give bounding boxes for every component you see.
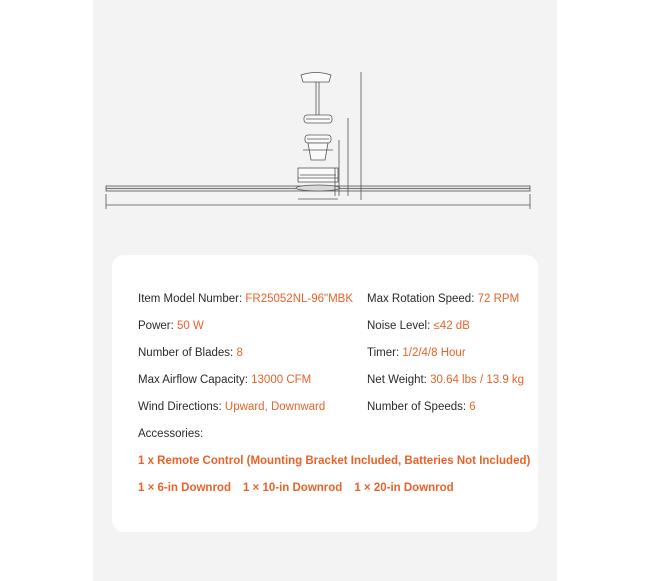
max-rotation-speed-label: Max Rotation Speed: [367,293,475,305]
max-rotation-speed-row: Max Rotation Speed: 72 RPM [367,293,519,305]
wind-directions-label: Wind Directions: [138,401,222,413]
blades-value: 8 [236,347,243,359]
speeds-value: 6 [469,401,476,413]
downrod-list: 1 × 6-in Downrod 1 × 10-in Downrod 1 × 20-… [138,482,454,494]
accessory-remote-control: 1 x Remote Control (Mounting Bracket Inc… [138,455,531,467]
net-weight-value: 30.64 lbs / 13.9 kg [430,374,525,386]
timer-label: Timer: [367,347,400,359]
noise-level-value: ≤42 dB [433,320,470,332]
downrod-10in: 1 × 10-in Downrod [242,482,343,494]
model-number-value: FR25052NL-96"MBK [245,293,354,305]
timer-value: 1/2/4/8 Hour [402,347,466,359]
speeds-label: Number of Speeds: [367,401,467,413]
noise-level-label: Noise Level: [367,320,431,332]
model-number-row: Item Model Number: FR25052NL-96"MBK [138,293,353,305]
model-number-label: Item Model Number: [138,293,243,305]
power-row: Power: 50 W [138,320,204,332]
accessories-label: Accessories: [138,428,204,440]
net-weight-label: Net Weight: [367,374,427,386]
airflow-value: 13000 CFM [251,374,312,386]
downrod-20in: 1 × 20-in Downrod [354,482,454,494]
net-weight-row: Net Weight: 30.64 lbs / 13.9 kg [367,374,524,386]
wind-directions-row: Wind Directions: Upward, Downward [138,401,325,413]
power-value: 50 W [177,320,204,332]
timer-row: Timer: 1/2/4/8 Hour [367,347,466,359]
blades-row: Number of Blades: 8 [138,347,243,359]
airflow-label: Max Airflow Capacity: [138,374,248,386]
wind-directions-value: Upward, Downward [224,401,326,413]
blades-label: Number of Blades: [138,347,234,359]
max-rotation-speed-value: 72 RPM [477,293,520,305]
fan-dimension-drawing [105,72,531,209]
noise-level-row: Noise Level: ≤42 dB [367,320,470,332]
downrod-6in: 1 × 6-in Downrod [138,482,231,494]
speeds-row: Number of Speeds: 6 [367,401,476,413]
specs-card [112,255,538,532]
airflow-row: Max Airflow Capacity: 13000 CFM [138,374,311,386]
power-label: Power: [138,320,174,332]
